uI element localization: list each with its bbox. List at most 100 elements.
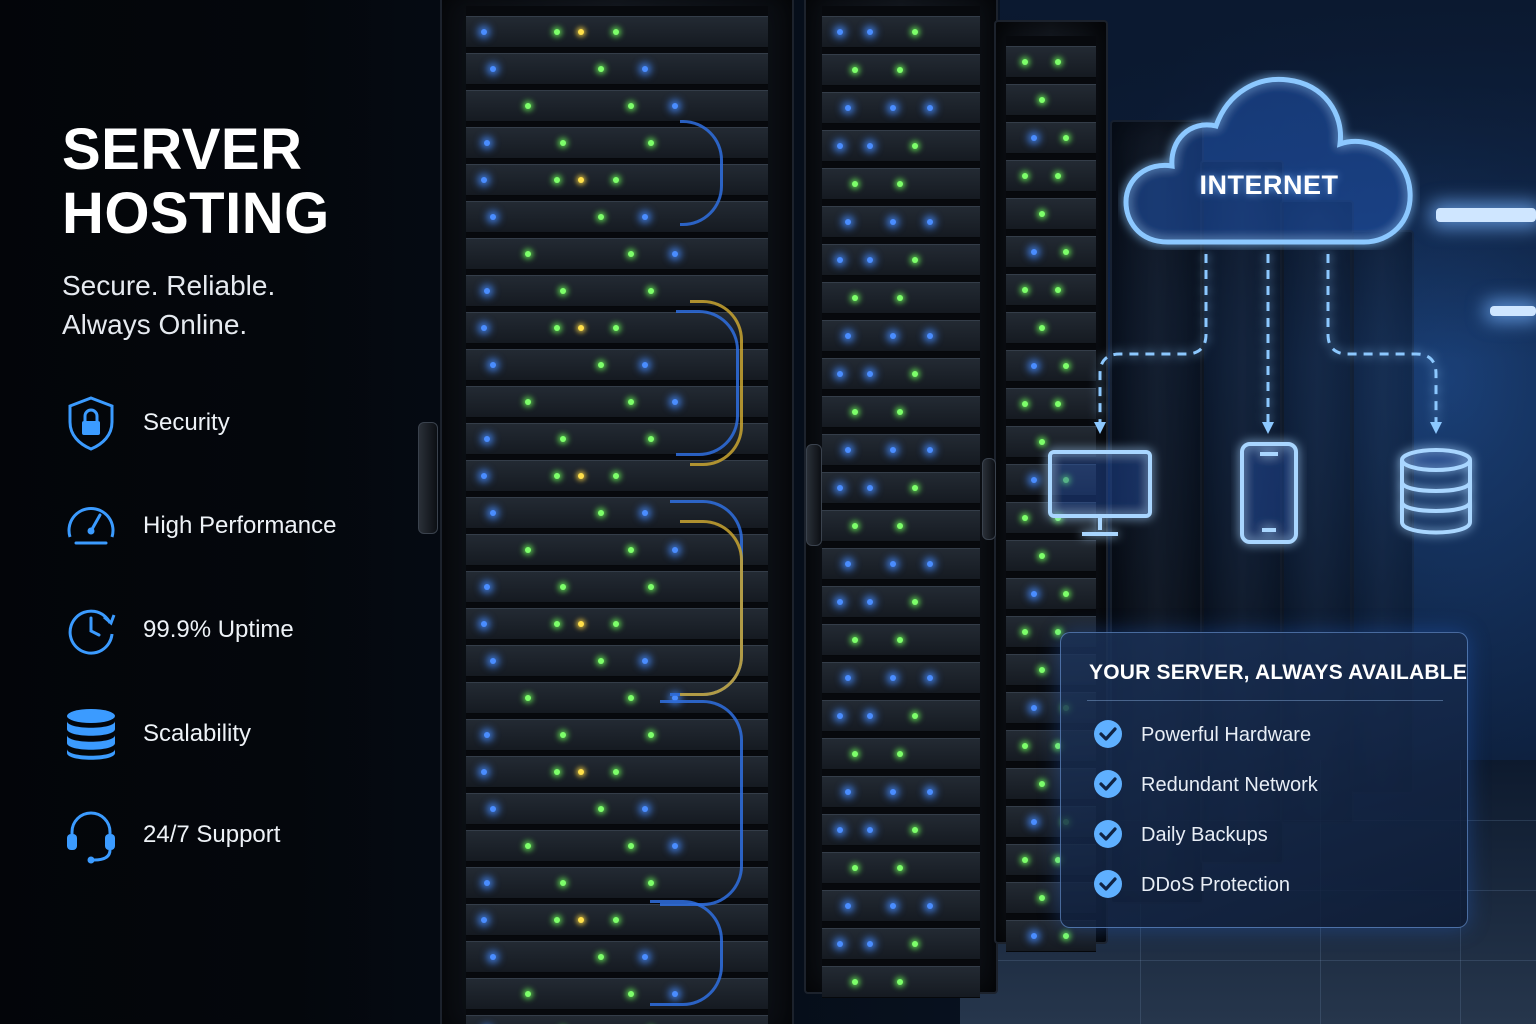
ceiling-light	[1490, 306, 1536, 316]
status-led	[1039, 553, 1045, 559]
cloud-label: INTERNET	[1199, 170, 1339, 200]
status-led	[897, 751, 903, 757]
server-unit	[822, 396, 980, 428]
server-rack-second	[804, 0, 998, 998]
status-led	[927, 219, 933, 225]
status-led	[1022, 59, 1028, 65]
status-led	[598, 954, 604, 960]
feature-label: 99.9% Uptime	[143, 616, 294, 643]
status-led	[613, 325, 619, 331]
status-led	[613, 29, 619, 35]
check-circle-icon	[1093, 869, 1123, 899]
feature-security: Security	[62, 394, 382, 454]
status-led	[1022, 401, 1028, 407]
server-unit	[822, 662, 980, 694]
status-led	[642, 658, 648, 664]
server-unit	[1006, 46, 1096, 78]
status-led	[927, 447, 933, 453]
status-led	[525, 547, 531, 553]
status-led	[481, 177, 487, 183]
status-led	[1039, 97, 1045, 103]
status-led	[642, 806, 648, 812]
feature-scalability: Scalability	[62, 705, 382, 765]
list-item: Daily Backups	[1093, 819, 1433, 849]
status-led	[912, 941, 918, 947]
status-led	[554, 177, 560, 183]
status-led	[554, 917, 560, 923]
status-led	[845, 789, 851, 795]
status-led	[867, 827, 873, 833]
status-led	[628, 991, 634, 997]
status-led	[897, 637, 903, 643]
feature-uptime: 99.9% Uptime	[62, 601, 382, 661]
server-unit	[822, 548, 980, 580]
status-led	[490, 658, 496, 664]
card-divider	[1087, 700, 1443, 701]
shield-lock-icon	[62, 394, 120, 452]
status-led	[490, 806, 496, 812]
server-unit	[822, 966, 980, 998]
status-led	[912, 257, 918, 263]
status-led	[845, 219, 851, 225]
status-led	[1022, 743, 1028, 749]
status-led	[1063, 933, 1069, 939]
status-led	[578, 325, 584, 331]
status-led	[867, 599, 873, 605]
status-led	[897, 67, 903, 73]
status-led	[912, 485, 918, 491]
status-led	[672, 843, 678, 849]
status-led	[484, 584, 490, 590]
status-led	[927, 675, 933, 681]
status-led	[1039, 211, 1045, 217]
status-led	[837, 29, 843, 35]
server-unit	[1006, 122, 1096, 154]
ceiling-light	[1436, 208, 1536, 222]
status-led	[867, 485, 873, 491]
clock-refresh-icon	[62, 601, 120, 659]
status-led	[484, 436, 490, 442]
rack-door-handle	[806, 444, 822, 546]
server-unit	[1006, 84, 1096, 116]
status-led	[481, 473, 487, 479]
list-item: DDoS Protection	[1093, 869, 1433, 899]
status-led	[560, 880, 566, 886]
server-unit	[466, 608, 768, 640]
status-led	[598, 66, 604, 72]
server-unit	[822, 320, 980, 352]
server-unit	[466, 53, 768, 85]
status-led	[867, 257, 873, 263]
server-unit	[822, 54, 980, 86]
server-unit	[822, 282, 980, 314]
status-led	[628, 547, 634, 553]
status-led	[1039, 325, 1045, 331]
list-item: Redundant Network	[1093, 769, 1433, 799]
server-unit	[822, 510, 980, 542]
status-led	[672, 251, 678, 257]
server-unit	[822, 168, 980, 200]
status-led	[525, 103, 531, 109]
status-led	[1039, 667, 1045, 673]
status-led	[560, 288, 566, 294]
status-led	[1055, 857, 1061, 863]
list-item-label: DDoS Protection	[1141, 874, 1290, 896]
status-led	[578, 769, 584, 775]
status-led	[927, 789, 933, 795]
status-led	[672, 695, 678, 701]
status-led	[672, 547, 678, 553]
status-led	[852, 181, 858, 187]
status-led	[598, 658, 604, 664]
status-led	[852, 637, 858, 643]
server-unit	[1006, 350, 1096, 382]
status-led	[554, 29, 560, 35]
status-led	[578, 917, 584, 923]
server-unit	[466, 201, 768, 233]
status-led	[837, 371, 843, 377]
feature-performance: High Performance	[62, 497, 382, 557]
tagline-line: Always Online.	[62, 309, 248, 340]
status-led	[852, 979, 858, 985]
status-led	[890, 789, 896, 795]
status-led	[845, 447, 851, 453]
status-led	[897, 295, 903, 301]
status-led	[867, 713, 873, 719]
status-led	[554, 473, 560, 479]
